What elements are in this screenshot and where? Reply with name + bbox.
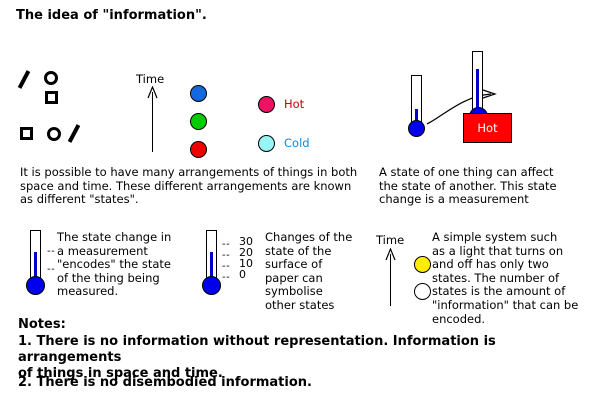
thermometer-cool <box>405 75 431 141</box>
thermometer-scaled: -- -- -- -- 30 20 10 0 <box>200 230 260 302</box>
time-axis-bottom <box>382 248 400 306</box>
thermometer-tick: -- <box>47 246 56 257</box>
caption-arrangements: It is possible to have many arrangements… <box>20 165 358 207</box>
cold-dot <box>258 135 275 152</box>
legend-cold: Cold <box>258 135 338 155</box>
square-open-icon <box>20 127 33 140</box>
caption-measurement: A state of one thing can affect the stat… <box>379 165 557 207</box>
thermometer-bulb <box>26 276 45 295</box>
circle-open-icon <box>44 71 58 85</box>
time-axis-label-top: Time <box>136 72 165 86</box>
hot-box: Hot <box>463 113 512 143</box>
scale-value: 10 <box>239 257 253 270</box>
scale-tick: -- <box>222 239 231 250</box>
thermometer-bulb <box>408 120 425 137</box>
legend-label-cold: Cold <box>284 136 310 150</box>
thermometer-bulb <box>202 276 221 295</box>
thermometer-tick: -- <box>47 264 56 275</box>
scale-tick: -- <box>222 272 231 283</box>
arrangement-row-2 <box>20 124 100 154</box>
square-open-icon <box>45 91 58 104</box>
hot-dot <box>258 96 275 113</box>
slash-icon <box>17 70 31 89</box>
slash-icon <box>67 124 81 143</box>
scale-value: 0 <box>239 268 246 281</box>
arrangement-row-1 <box>17 68 92 108</box>
notes-heading: Notes: <box>18 317 66 332</box>
thermometer-encodes: -- -- <box>24 230 66 300</box>
light-on-icon <box>414 256 431 273</box>
state-dot-column <box>190 85 216 158</box>
caption-paper: Changes of the state of the surface of p… <box>265 230 353 312</box>
note-item-2: 2. There is no disembodied information. <box>18 375 312 390</box>
caption-encodes: The state change in a measurement "encod… <box>57 230 172 299</box>
time-axis-label-bottom: Time <box>376 233 405 247</box>
arrow-up-icon <box>147 86 158 99</box>
page-title: The idea of "information". <box>16 8 207 23</box>
scale-tick: -- <box>222 250 231 261</box>
red-dot <box>190 141 207 158</box>
arrow-up-icon <box>385 248 396 261</box>
legend-hot: Hot <box>258 96 328 116</box>
green-dot <box>190 113 207 130</box>
light-off-icon <box>414 283 431 300</box>
legend-label-hot: Hot <box>284 97 305 111</box>
scale-tick: -- <box>222 261 231 272</box>
note-item-1: 1. There is no information without repre… <box>18 334 496 381</box>
circle-open-icon <box>47 127 61 141</box>
scale-value: 20 <box>239 246 253 259</box>
blue-dot <box>190 85 207 102</box>
caption-light: A simple system such as a light that tur… <box>432 230 579 326</box>
light-states <box>414 256 436 306</box>
arrow-curved-icon <box>426 89 497 125</box>
scale-value: 30 <box>239 235 253 248</box>
time-axis-top <box>144 86 162 152</box>
